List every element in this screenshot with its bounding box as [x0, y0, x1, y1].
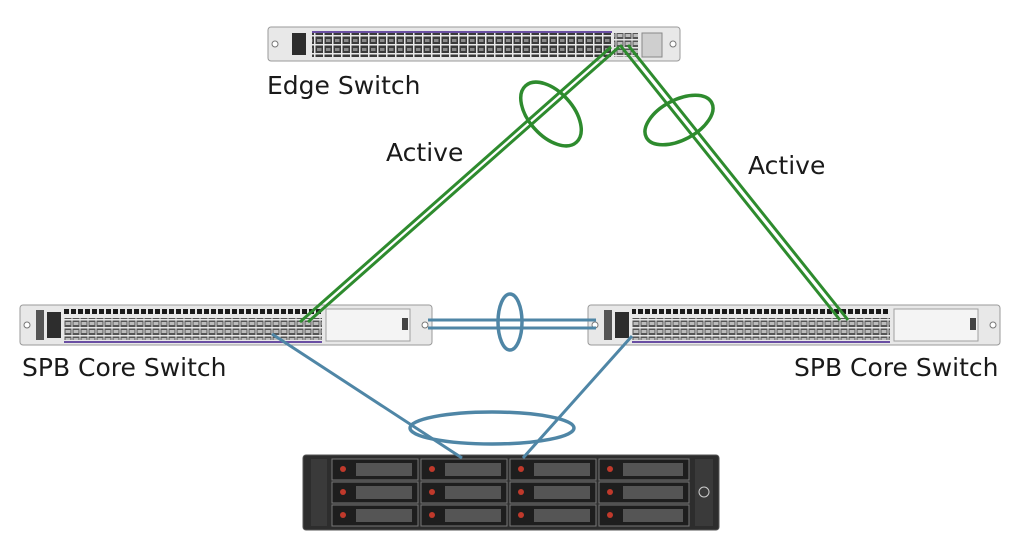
edge-switch-label: Edge Switch	[267, 71, 421, 100]
spb-core-switch-left-label: SPB Core Switch	[22, 353, 227, 382]
green-link-right	[618, 44, 850, 321]
active-label-right: Active	[748, 151, 826, 180]
spb-core-switch-right-label: SPB Core Switch	[794, 353, 999, 382]
edge-switch-device	[267, 26, 681, 62]
lag-ring-left	[519, 80, 583, 148]
blue-link-core-to-core	[428, 318, 596, 330]
server-device	[302, 454, 720, 531]
blue-links-to-server	[271, 332, 634, 460]
spb-core-switch-left-device	[19, 304, 433, 346]
lag-ring-server	[408, 410, 576, 446]
lag-ring-right	[643, 93, 715, 147]
spb-core-switch-right-device	[587, 304, 1001, 346]
lag-ring-center	[496, 292, 524, 352]
active-label-left: Active	[386, 138, 464, 167]
